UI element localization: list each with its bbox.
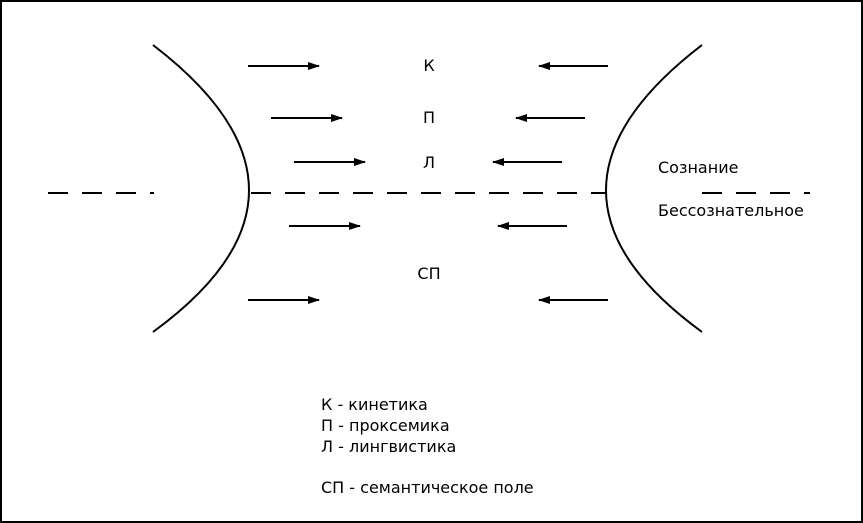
legend-item-sp: СП - семантическое поле bbox=[321, 478, 534, 497]
right-curve bbox=[605, 44, 703, 333]
legend-item-p: П - проксемика bbox=[321, 416, 450, 435]
legend-item-l: Л - лингвистика bbox=[321, 437, 457, 456]
level-label-k: К bbox=[423, 56, 435, 75]
level-label-p: П bbox=[422, 108, 436, 127]
legend-spacer bbox=[321, 457, 534, 477]
conscious-label: Сознание bbox=[658, 158, 739, 177]
left-curve bbox=[152, 44, 250, 333]
legend-item-k: К - кинетика bbox=[321, 395, 428, 414]
level-label-l: Л bbox=[422, 153, 436, 172]
unconscious-label: Бессознательное bbox=[658, 201, 804, 220]
legend: К - кинетика П - проксемика Л - лингвист… bbox=[321, 394, 534, 498]
level-label-sp: СП bbox=[417, 264, 441, 283]
